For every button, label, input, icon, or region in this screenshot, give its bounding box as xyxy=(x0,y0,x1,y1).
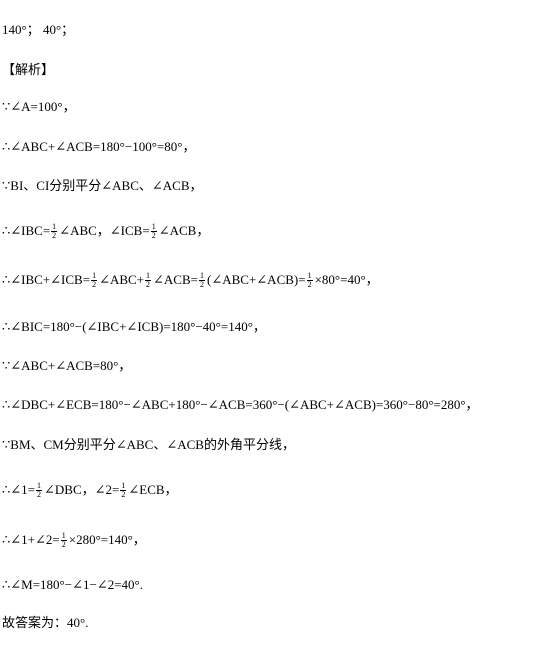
fraction-numerator: 1 xyxy=(120,480,127,491)
fraction-denominator: 2 xyxy=(151,230,156,240)
fraction-numerator: 1 xyxy=(150,221,157,232)
fraction-numerator: 1 xyxy=(36,480,42,491)
text-segment: ×80°=40°， xyxy=(314,272,379,287)
step-6: ∴∠BIC=180°−(∠IBC+∠ICB)=180°−40°=140°， xyxy=(2,318,266,336)
text-segment: ∴∠DBC+∠ECB=180°−∠ABC+180°−∠ACB=360°−(∠AB… xyxy=(2,397,479,412)
fraction-denominator: 2 xyxy=(121,489,126,499)
fraction-denominator: 2 xyxy=(200,279,204,289)
fraction-denominator: 2 xyxy=(37,489,41,499)
text-segment: ∴∠IBC+∠ICB= xyxy=(2,272,91,287)
fraction-denominator: 2 xyxy=(92,279,97,289)
fraction-denominator: 2 xyxy=(146,279,151,289)
text-segment: 故答案为：40°. xyxy=(2,615,89,630)
fraction-numerator: 1 xyxy=(199,270,205,281)
fraction-numerator: 1 xyxy=(306,270,313,281)
text-segment: ∠ECB， xyxy=(128,482,178,497)
conclusion: 故答案为：40°. xyxy=(2,614,88,632)
step-8: ∴∠DBC+∠ECB=180°−∠ABC+180°−∠ACB=360°−(∠AB… xyxy=(2,396,479,414)
step-7: ∵∠ABC+∠ACB=80°， xyxy=(2,357,131,375)
fraction-numerator: 1 xyxy=(51,221,58,232)
text-segment: 【解析】 xyxy=(2,62,55,77)
answer-line: 140°； 40°； xyxy=(2,21,74,39)
text-segment: ∠ACB= xyxy=(153,272,198,287)
fraction-numerator: 1 xyxy=(60,530,67,541)
text-segment: ∴∠BIC=180°−(∠IBC+∠ICB)=180°−40°=140°， xyxy=(2,319,266,334)
text-segment: ∴∠M=180°−∠1−∠2=40°. xyxy=(2,577,143,592)
analysis-heading: 【解析】 xyxy=(2,61,54,79)
text-segment: ∵∠A=100°， xyxy=(2,99,76,114)
text-segment: ∴∠1= xyxy=(2,482,35,497)
text-segment: ∴∠ABC+∠ACB=180°−100°=80°， xyxy=(2,139,196,154)
fraction-denominator: 2 xyxy=(307,279,312,289)
step-12: ∴∠M=180°−∠1−∠2=40°. xyxy=(2,576,143,594)
step-9: ∵BM、CM分别平分∠ABC、∠ACB的外角平分线， xyxy=(2,436,295,454)
text-segment: ∠ABC+ xyxy=(99,272,145,287)
text-segment: ×280°=140°， xyxy=(68,532,146,547)
text-segment: ∠ABC，∠ICB= xyxy=(59,223,150,238)
text-segment: ∠DBC，∠2= xyxy=(44,482,120,497)
text-segment: ∵∠ABC+∠ACB=80°， xyxy=(2,358,132,373)
fraction-denominator: 2 xyxy=(61,539,66,549)
step-3: ∵BI、CI分别平分∠ABC、∠ACB， xyxy=(2,177,203,195)
text-segment: ∵BI、CI分别平分∠ABC、∠ACB， xyxy=(2,178,203,193)
text-segment: ∵BM、CM分别平分∠ABC、∠ACB的外角平分线， xyxy=(2,437,295,452)
text-segment: ∠ACB， xyxy=(158,223,210,238)
text-segment: 140°； 40°； xyxy=(2,22,75,37)
fraction-denominator: 2 xyxy=(52,230,57,240)
text-segment: ∴∠1+∠2= xyxy=(2,532,60,547)
text-segment: (∠ABC+∠ACB)= xyxy=(207,272,306,287)
step-2: ∴∠ABC+∠ACB=180°−100°=80°， xyxy=(2,138,195,156)
fraction-numerator: 1 xyxy=(91,270,98,281)
fraction-numerator: 1 xyxy=(145,270,152,281)
text-segment: ∴∠IBC= xyxy=(2,223,51,238)
step-1: ∵∠A=100°， xyxy=(2,98,76,116)
